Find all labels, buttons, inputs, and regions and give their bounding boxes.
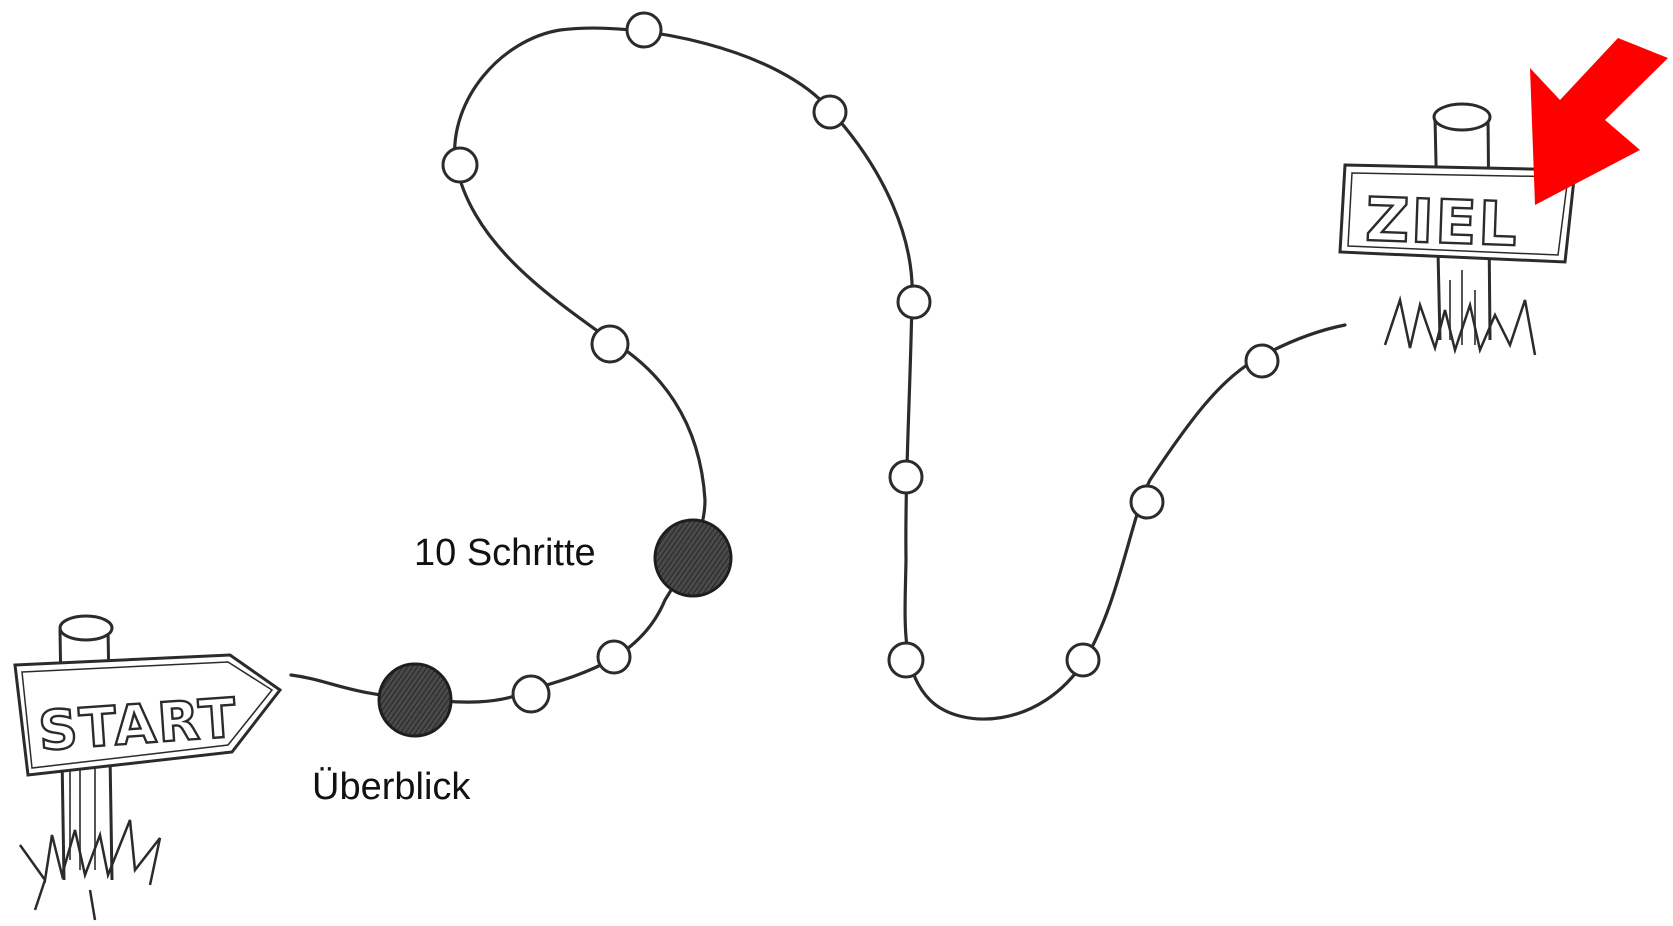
step-circle [441,146,479,184]
step-circle [590,324,630,364]
milestone-label-ten-steps: 10 Schritte [414,532,596,574]
step-circle [887,641,925,679]
step-circle [511,674,551,714]
winding-path [289,26,1347,721]
step-circle [1129,484,1165,520]
milestone-label-overview: Überblick [312,766,471,808]
step-circle [888,459,924,495]
step-circle [896,284,932,320]
step-circles [441,11,1280,714]
goal-sign-text: ZIEL [1364,185,1519,260]
milestone-overview [377,662,453,738]
signpost-icon [1338,102,1577,356]
milestone-ten-steps [653,518,733,598]
step-circle [1065,642,1101,678]
step-circle [596,639,632,675]
red-arrow-icon [1530,38,1668,205]
signpost-icon [13,614,283,921]
step-circle [625,11,663,49]
start-sign-text: START [37,686,240,763]
step-circle [812,94,848,130]
step-circle [1244,343,1280,379]
